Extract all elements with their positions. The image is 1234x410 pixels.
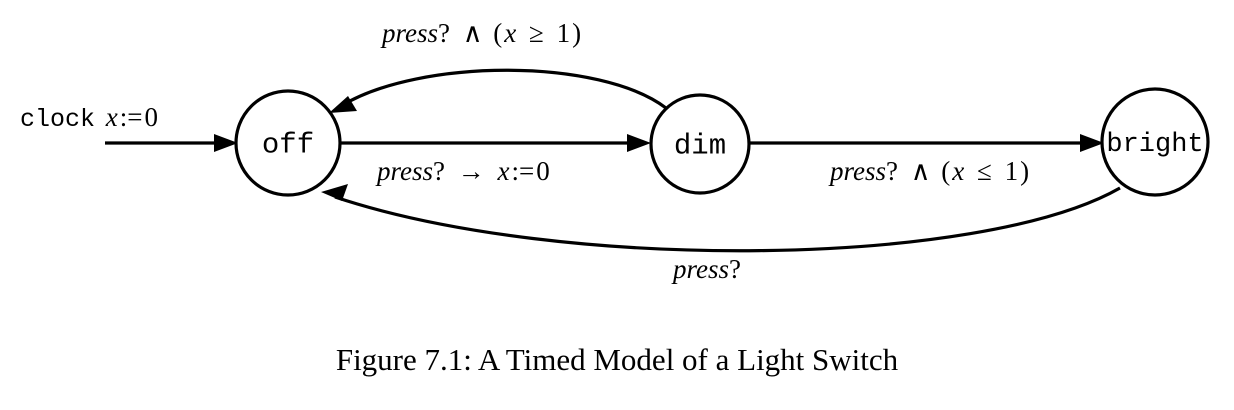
edge-label-sync: ? xyxy=(886,156,898,186)
figure-caption: Figure 7.1: A Timed Model of a Light Swi… xyxy=(335,342,899,377)
edge-label-guard-rel: ≤ xyxy=(977,156,992,186)
edge-init-to-off xyxy=(105,134,238,152)
edge-label-guard-rel: ≥ xyxy=(529,18,544,48)
edge-label-bright-to-off: press? xyxy=(673,256,741,283)
clock-assign-op: := xyxy=(119,102,143,132)
edge-label-event: press xyxy=(673,254,730,284)
state-label-bright: bright xyxy=(1106,130,1203,160)
state-circle-bright xyxy=(1100,87,1210,197)
edge-label-action-op: := xyxy=(511,156,535,186)
edge-label-event: press xyxy=(377,156,434,186)
edge-label-sync: ? xyxy=(433,156,445,186)
edge-dim-to-off-curve xyxy=(340,68,667,110)
state-node-dim[interactable]: dim xyxy=(649,93,751,195)
edge-label-guard-var: x xyxy=(952,156,965,186)
edge-label-action-value: 0 xyxy=(536,156,550,186)
edge-off-to-dim xyxy=(341,134,651,152)
clock-keyword: clock xyxy=(20,105,96,134)
edge-dim-to-bright xyxy=(750,134,1104,152)
state-node-bright[interactable]: bright xyxy=(1100,87,1210,197)
clock-value: 0 xyxy=(144,102,158,132)
state-node-off[interactable]: off xyxy=(234,89,342,197)
state-label-off: off xyxy=(262,129,314,162)
edge-label-guard-value: 1 xyxy=(556,18,571,48)
edge-label-arrow-op: → xyxy=(457,156,485,186)
edge-dim-to-off xyxy=(329,68,667,113)
edge-label-conj-op: ∧ xyxy=(462,18,483,48)
edge-label-event: press xyxy=(830,156,887,186)
clock-variable: x xyxy=(105,102,118,132)
edge-label-off-to-dim: press? → x:=0 xyxy=(377,158,550,185)
edge-label-conj-op: ∧ xyxy=(910,156,931,186)
edge-label-dim-to-bright: press? ∧ (x ≤ 1) xyxy=(830,156,1030,186)
edge-label-guard-value: 1 xyxy=(1004,156,1019,186)
arrowhead-off-to-dim xyxy=(627,134,651,152)
edge-bright-to-off-curve xyxy=(334,186,1121,253)
arrowhead-bright-to-off xyxy=(321,184,348,201)
edge-label-sync: ? xyxy=(438,18,450,48)
arrowhead-init xyxy=(214,134,238,152)
edge-label-guard-var: x xyxy=(504,18,517,48)
state-label-dim: dim xyxy=(674,130,726,163)
state-circle-dim xyxy=(649,93,751,195)
edge-label-event: press xyxy=(382,18,439,48)
edge-bright-to-off xyxy=(321,184,1121,253)
edge-label-action-var: x xyxy=(497,156,510,186)
arrowhead-dim-to-off xyxy=(329,96,357,113)
edge-label-sync: ? xyxy=(729,254,741,284)
arrowhead-dim-to-bright xyxy=(1080,134,1104,152)
edge-label-dim-to-off: press? ∧ (x ≥ 1) xyxy=(382,18,582,48)
state-circle-off xyxy=(234,89,342,197)
clock-declaration: clock x:=0 xyxy=(20,102,158,134)
